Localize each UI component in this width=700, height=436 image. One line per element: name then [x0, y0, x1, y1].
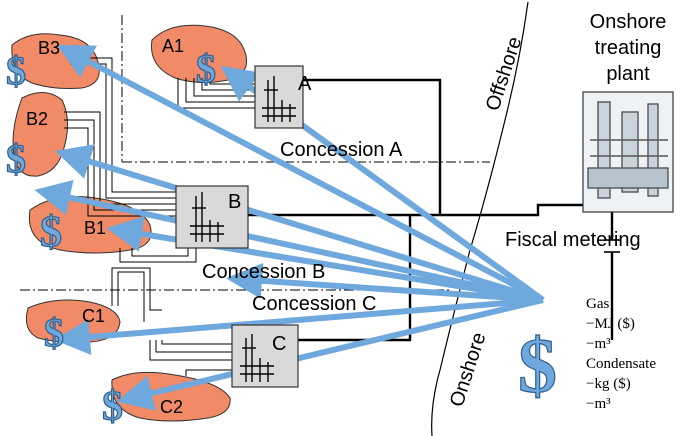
legend-cond-mass: −kg ($) [586, 376, 631, 392]
dollar-icons: $ $ $ $ $ $ $ [5, 45, 557, 430]
dollar-icon-b3: $ [6, 48, 26, 93]
concession-boundaries [20, 15, 490, 291]
field-c1-label: C1 [82, 306, 105, 326]
concession-b-label: Concession B [202, 261, 325, 283]
legend-gas: Gas [586, 296, 609, 312]
platform-a-label: A [298, 73, 312, 95]
pipeline-main [248, 203, 583, 217]
plant-title: Onshore treating plant [590, 11, 667, 85]
legend-gas-energy: −MJ ($) [586, 316, 635, 332]
field-b2-label: B2 [26, 109, 48, 129]
plant-title-line2: treating [595, 37, 662, 59]
legend-gas-volume: −m³ [586, 336, 611, 352]
arrow-to-c2 [116, 297, 544, 411]
offshore-label: Offshore [482, 34, 527, 113]
platform-c: C [231, 324, 299, 388]
dollar-icon-b2: $ [6, 136, 26, 181]
arrow-to-b2 [55, 144, 544, 303]
arrow-to-b3 [56, 44, 545, 303]
field-b2-shape [12, 92, 68, 177]
dollar-icon-b1: $ [40, 207, 62, 256]
arrow-to-b1-left [34, 179, 544, 303]
dollar-icon-c1: $ [44, 310, 64, 355]
dollar-icon-c2: $ [102, 384, 123, 430]
platform-b-label: B [228, 191, 241, 213]
platform-a: A [254, 65, 312, 129]
legend-condensate: Condensate [586, 356, 656, 372]
concession-a-label: Concession A [280, 139, 403, 161]
plant-title-line3: plant [606, 63, 650, 85]
dollar-icon-a1: $ [196, 46, 216, 91]
arrow-to-c1 [54, 297, 544, 355]
pipeline-a [303, 78, 442, 215]
field-b1-label: B1 [84, 218, 106, 238]
treating-plant [582, 91, 674, 213]
platform-c-label: C [272, 333, 286, 355]
platform-b: B [175, 185, 249, 249]
plant-title-line1: Onshore [590, 11, 667, 33]
field-c2-label: C2 [160, 397, 183, 417]
concession-c-label: Concession C [252, 293, 377, 315]
onshore-label: Onshore [446, 330, 491, 410]
fiscal-metering-label: Fiscal metering [505, 229, 641, 251]
arrow-to-concession-b [226, 262, 544, 303]
field-a1-label: A1 [162, 36, 184, 56]
legend-cond-volume: −m³ [586, 396, 611, 412]
fiscal-meter-symbol [604, 239, 620, 253]
dollar-icon-metering: $ [518, 322, 557, 409]
field-b3-label: B3 [38, 38, 60, 58]
quantity-legend: Gas −MJ ($) −m³ Condensate −kg ($) −m³ [586, 296, 656, 412]
